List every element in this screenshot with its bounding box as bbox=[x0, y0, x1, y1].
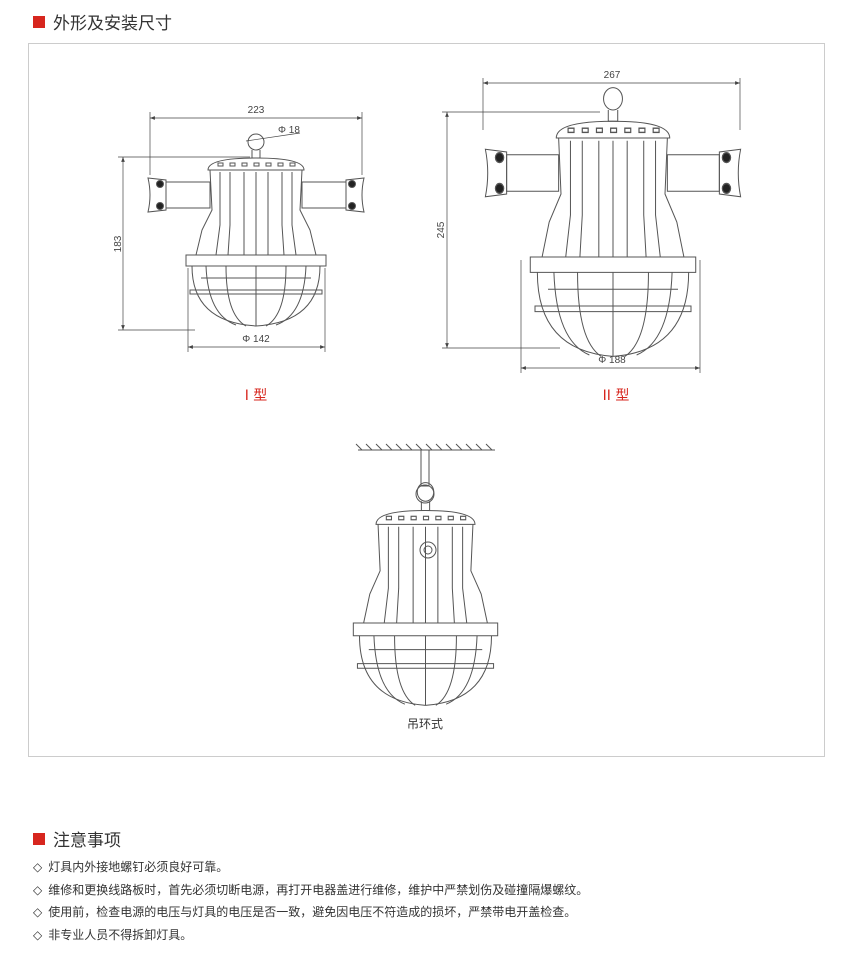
lamp-type1-drawing bbox=[147, 133, 365, 327]
lamp-type2-drawing bbox=[484, 86, 742, 358]
section-header-dimensions: 外形及安装尺寸 bbox=[33, 9, 172, 34]
red-square-icon bbox=[33, 15, 45, 28]
diamond-icon: ◇ bbox=[33, 860, 43, 874]
type2-diameter-label: Φ 188 bbox=[598, 355, 626, 366]
list-item: ◇ 维修和更换线路板时，首先必须切断电源，再打开电器盖进行维修，维护中严禁划伤及碰… bbox=[33, 879, 588, 902]
section-title: 外形及安装尺寸 bbox=[53, 14, 172, 34]
list-item: ◇ 非专业人员不得拆卸灯具。 bbox=[33, 924, 588, 947]
note-text: 维修和更换线路板时，首先必须切断电源，再打开电器盖进行维修，维护中严禁划伤及碰撞… bbox=[48, 882, 589, 897]
type1-height-label: 183 bbox=[113, 235, 124, 252]
red-square-icon bbox=[33, 832, 45, 845]
diamond-icon: ◇ bbox=[33, 905, 43, 919]
note-text: 非专业人员不得拆卸灯具。 bbox=[48, 927, 193, 942]
type2-height-label: 245 bbox=[436, 221, 447, 238]
list-item: ◇ 使用前，检查电源的电压与灯具的电压是否一致，避免因电压不符造成的损坏，严禁带电… bbox=[33, 901, 588, 924]
type2-width-label: 267 bbox=[604, 70, 621, 81]
note-text: 使用前，检查电源的电压与灯具的电压是否一致，避免因电压不符造成的损坏，严禁带电开… bbox=[48, 905, 577, 919]
section-header-notes: 注意事项 bbox=[33, 826, 121, 851]
diamond-icon: ◇ bbox=[33, 882, 43, 897]
hanging-label: 吊环式 bbox=[407, 717, 443, 731]
type2-label: II 型 bbox=[603, 388, 630, 404]
list-item: ◇ 灯具内外接地螺钉必须良好可靠。 bbox=[33, 856, 588, 879]
note-text: 灯具内外接地螺钉必须良好可靠。 bbox=[48, 860, 229, 874]
notes-list: ◇ 灯具内外接地螺钉必须良好可靠。 ◇ 维修和更换线路板时，首先必须切断电源，再打开… bbox=[33, 856, 588, 946]
type1-eyelet-label: Φ 18 bbox=[278, 125, 300, 136]
type1-width-label: 223 bbox=[248, 105, 265, 116]
type1-label: I 型 bbox=[245, 388, 268, 404]
lamp-hanging-drawing bbox=[352, 443, 499, 706]
drawing-frame bbox=[28, 43, 825, 757]
diamond-icon: ◇ bbox=[33, 927, 43, 942]
type2-dimensions bbox=[442, 78, 741, 373]
type1-diameter-label: Φ 142 bbox=[242, 334, 270, 345]
section-title: 注意事项 bbox=[53, 831, 121, 851]
type1-dimensions bbox=[118, 112, 363, 352]
